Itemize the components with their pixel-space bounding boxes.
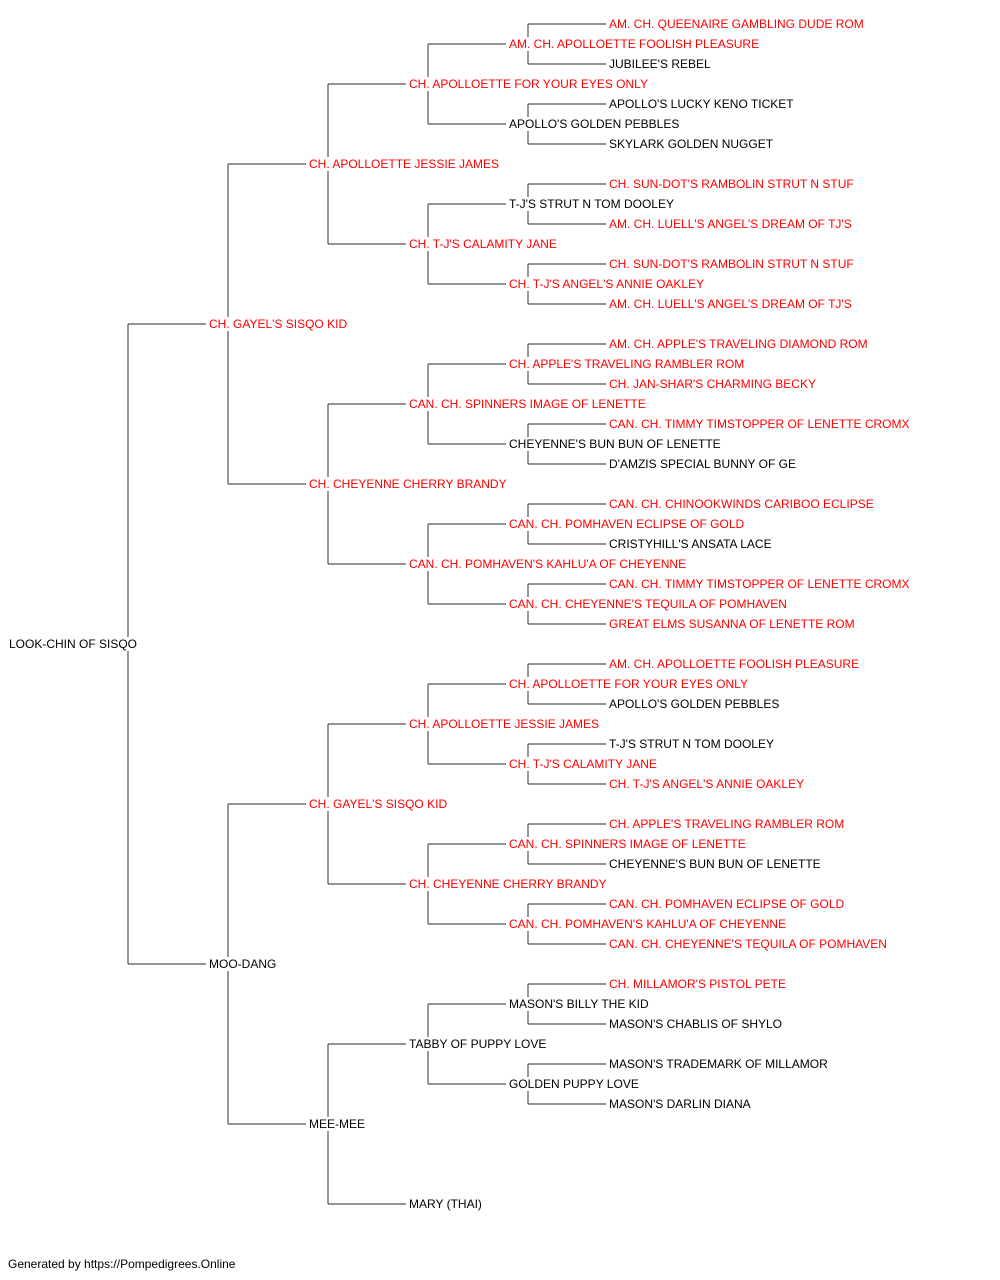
dam-name[interactable]: CH. T-J'S CALAMITY JANE (408, 237, 558, 251)
dam-name[interactable]: CHEYENNE'S BUN BUN OF LENETTE (508, 437, 722, 451)
dam-name[interactable]: CH. CHEYENNE CHERRY BRANDY (308, 477, 508, 491)
sire-name[interactable]: CAN. CH. CHINOOKWINDS CARIBOO ECLIPSE (608, 497, 875, 511)
sire-name[interactable]: CH. MILLAMOR'S PISTOL PETE (608, 977, 787, 991)
dam-name[interactable]: CRISTYHILL'S ANSATA LACE (608, 537, 773, 551)
dam-name[interactable]: CH. CHEYENNE CHERRY BRANDY (408, 877, 608, 891)
sire-name[interactable]: CH. GAYEL'S SISQO KID (208, 317, 349, 331)
dam-name[interactable]: CH. T-J'S ANGEL'S ANNIE OAKLEY (508, 277, 706, 291)
dam-name[interactable]: GREAT ELMS SUSANNA OF LENETTE ROM (608, 617, 856, 631)
dam-name[interactable]: CH. T-J'S CALAMITY JANE (508, 757, 658, 771)
sire-name[interactable]: CH. APPLE'S TRAVELING RAMBLER ROM (608, 817, 846, 831)
dam-name[interactable]: MOO-DANG (208, 957, 278, 971)
subject-dog-name[interactable]: LOOK-CHIN OF SISQO (8, 637, 139, 651)
dam-name[interactable]: CH. T-J'S ANGEL'S ANNIE OAKLEY (608, 777, 806, 791)
sire-name[interactable]: CAN. CH. SPINNERS IMAGE OF LENETTE (508, 837, 747, 851)
sire-name[interactable]: T-J'S STRUT N TOM DOOLEY (608, 737, 775, 751)
sire-name[interactable]: CH. APOLLOETTE JESSIE JAMES (308, 157, 501, 171)
sire-name[interactable]: CH. APOLLOETTE JESSIE JAMES (408, 717, 601, 731)
sire-name[interactable]: CAN. CH. TIMMY TIMSTOPPER OF LENETTE CRO… (608, 417, 911, 431)
dam-name[interactable]: MEE-MEE (308, 1117, 367, 1131)
sire-name[interactable]: CH. GAYEL'S SISQO KID (308, 797, 449, 811)
dam-name[interactable]: JUBILEE'S REBEL (608, 57, 712, 71)
sire-name[interactable]: MASON'S BILLY THE KID (508, 997, 650, 1011)
dam-name[interactable]: AM. CH. LUELL'S ANGEL'S DREAM OF TJ'S (608, 297, 853, 311)
dam-name[interactable]: MASON'S CHABLIS OF SHYLO (608, 1017, 783, 1031)
dam-name[interactable]: AM. CH. LUELL'S ANGEL'S DREAM OF TJ'S (608, 217, 853, 231)
dam-name[interactable]: CH. JAN-SHAR'S CHARMING BECKY (608, 377, 817, 391)
dam-name[interactable]: GOLDEN PUPPY LOVE (508, 1077, 640, 1091)
footer-credit: Generated by https://Pompedigrees.Online (8, 1257, 236, 1271)
sire-name[interactable]: CH. APPLE'S TRAVELING RAMBLER ROM (508, 357, 746, 371)
dam-name[interactable]: D'AMZIS SPECIAL BUNNY OF GE (608, 457, 797, 471)
dam-name[interactable]: APOLLO'S GOLDEN PEBBLES (508, 117, 681, 131)
sire-name[interactable]: CH. APOLLOETTE FOR YOUR EYES ONLY (508, 677, 749, 691)
sire-name[interactable]: CAN. CH. TIMMY TIMSTOPPER OF LENETTE CRO… (608, 577, 911, 591)
sire-name[interactable]: CH. APOLLOETTE FOR YOUR EYES ONLY (408, 77, 649, 91)
sire-name[interactable]: T-J'S STRUT N TOM DOOLEY (508, 197, 675, 211)
dam-name[interactable]: CAN. CH. POMHAVEN'S KAHLU'A OF CHEYENNE (408, 557, 688, 571)
dam-name[interactable]: SKYLARK GOLDEN NUGGET (608, 137, 775, 151)
sire-name[interactable]: CH. SUN-DOT'S RAMBOLIN STRUT N STUF (608, 177, 855, 191)
sire-name[interactable]: MASON'S TRADEMARK OF MILLAMOR (608, 1057, 829, 1071)
dam-name[interactable]: MASON'S DARLIN DIANA (608, 1097, 752, 1111)
sire-name[interactable]: AM. CH. APOLLOETTE FOOLISH PLEASURE (608, 657, 861, 671)
sire-name[interactable]: CAN. CH. POMHAVEN ECLIPSE OF GOLD (608, 897, 846, 911)
sire-name[interactable]: AM. CH. APPLE'S TRAVELING DIAMOND ROM (608, 337, 869, 351)
sire-name[interactable]: CH. SUN-DOT'S RAMBOLIN STRUT N STUF (608, 257, 855, 271)
dam-name[interactable]: APOLLO'S GOLDEN PEBBLES (608, 697, 781, 711)
sire-name[interactable]: APOLLO'S LUCKY KENO TICKET (608, 97, 795, 111)
sire-name[interactable]: AM. CH. APOLLOETTE FOOLISH PLEASURE (508, 37, 761, 51)
sire-name[interactable]: CAN. CH. SPINNERS IMAGE OF LENETTE (408, 397, 647, 411)
dam-name[interactable]: CAN. CH. CHEYENNE'S TEQUILA OF POMHAVEN (508, 597, 788, 611)
dam-name[interactable]: CAN. CH. POMHAVEN'S KAHLU'A OF CHEYENNE (508, 917, 788, 931)
sire-name[interactable]: AM. CH. QUEENAIRE GAMBLING DUDE ROM (608, 17, 865, 31)
dam-name[interactable]: MARY (THAI) (408, 1197, 483, 1211)
dam-name[interactable]: CHEYENNE'S BUN BUN OF LENETTE (608, 857, 822, 871)
dam-name[interactable]: CAN. CH. CHEYENNE'S TEQUILA OF POMHAVEN (608, 937, 888, 951)
sire-name[interactable]: CAN. CH. POMHAVEN ECLIPSE OF GOLD (508, 517, 746, 531)
sire-name[interactable]: TABBY OF PUPPY LOVE (408, 1037, 548, 1051)
